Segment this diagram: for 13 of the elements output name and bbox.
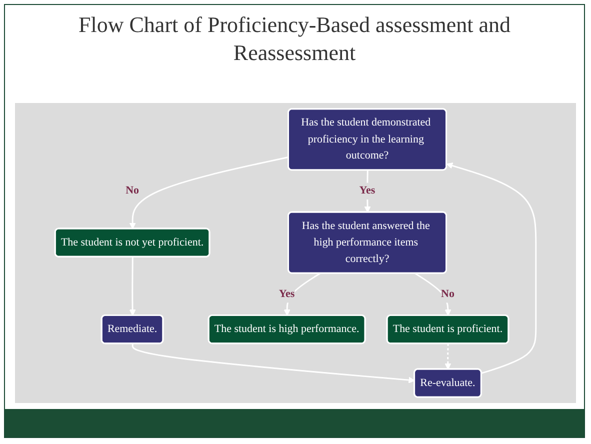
arrow: [444, 344, 452, 370]
arrow: [446, 162, 537, 374]
title: Flow Chart of Proficiency-Based assessment and Reassessment: [78, 11, 512, 67]
arrow: [129, 156, 289, 230]
arrow: [132, 344, 415, 384]
edge-label: No: [441, 288, 454, 300]
arrow: [129, 257, 136, 316]
arrow: [414, 272, 452, 316]
edge-label: Yes: [359, 184, 376, 197]
edge-label: Yes: [278, 288, 295, 300]
arrow: [284, 272, 320, 316]
panel-background: No Yes Yes No Has the student demonstrated proficiency in the learning outcome? The student is not yet proficient. Has the student answered the high performance items correctly? Remediate. The student is high performance. The student is proficient. Re-evaluate.: [15, 103, 576, 403]
edge-label: No: [126, 184, 140, 197]
